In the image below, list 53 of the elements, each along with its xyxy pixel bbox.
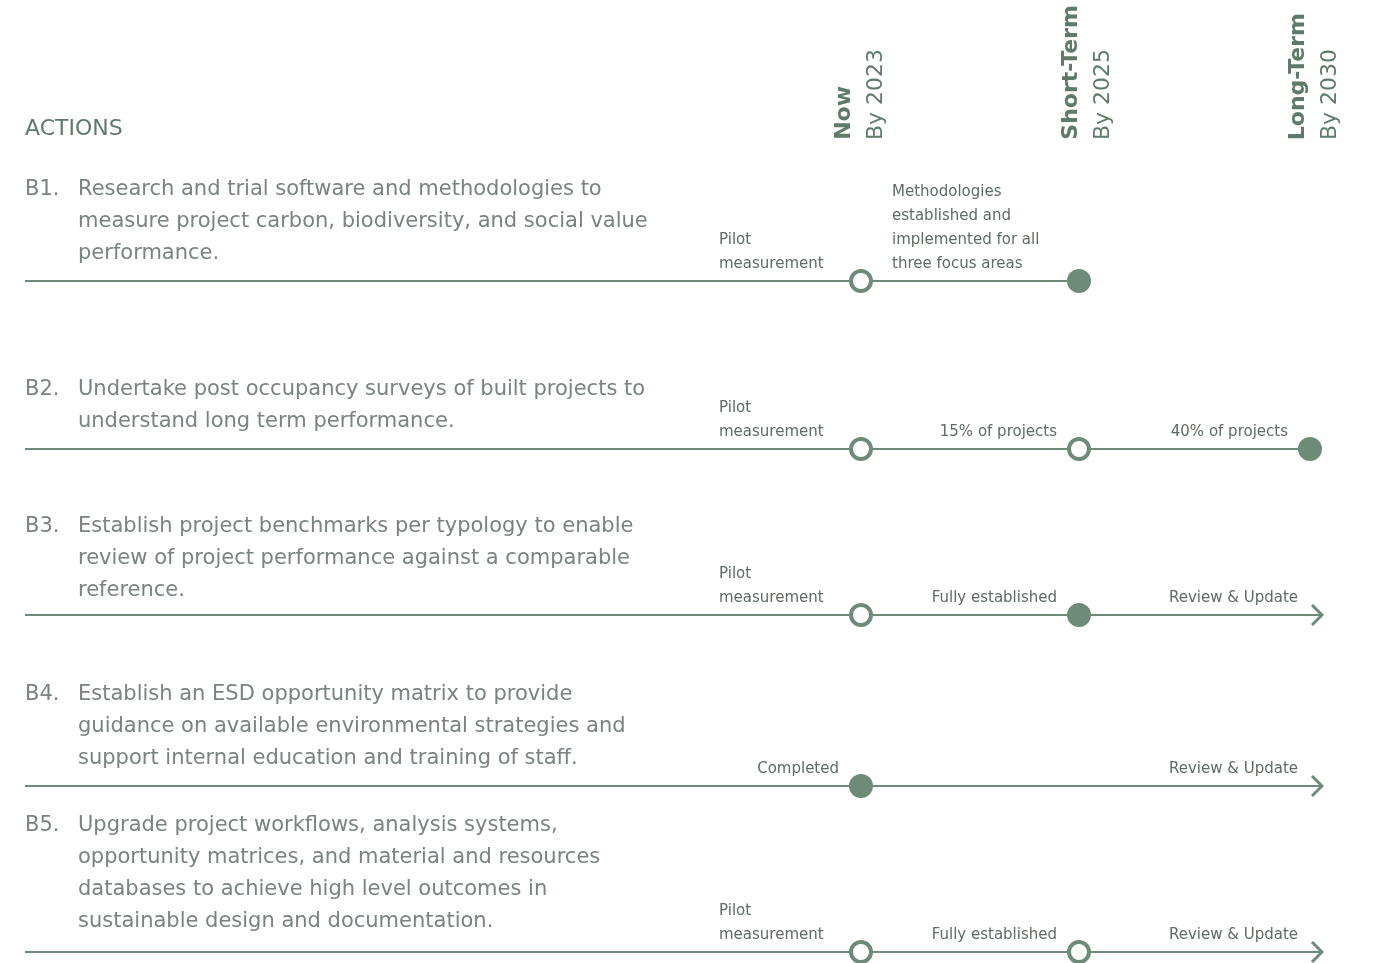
- action-text: Establish project benchmarks per typology to enable review of project performance against a comparable reference.: [78, 512, 635, 603]
- milestone-label: 15% of projects: [939, 421, 1057, 442]
- action-text: Establish an ESD opportunity matrix to provide guidance on available environmental strategies and support internal education and training of staff.: [78, 680, 627, 771]
- milestone-dot: [849, 774, 873, 798]
- open-milestone-circle: [849, 940, 873, 963]
- arrow: [872, 774, 1324, 798]
- milestone-label: Pilot measurement: [719, 229, 825, 274]
- milestone-dot: [1298, 437, 1322, 461]
- timeline-line: [24, 785, 850, 787]
- edge-label: Review & Update: [1168, 587, 1298, 608]
- action-number: B4.: [25, 680, 60, 707]
- timeline-line: [24, 614, 850, 616]
- timeline-line: [872, 951, 1068, 953]
- milestone-dot: [1067, 269, 1091, 293]
- edge-label: Review & Update: [1168, 758, 1298, 779]
- milestone-label: Pilot measurement: [719, 397, 825, 442]
- open-milestone-circle: [849, 603, 873, 627]
- timeline-line: [872, 614, 1068, 616]
- timeline-line: [872, 280, 1068, 282]
- timeline-line: [872, 448, 1068, 450]
- open-milestone-circle: [1067, 940, 1091, 963]
- section-heading: ACTIONS: [25, 115, 123, 140]
- action-number: B3.: [25, 512, 60, 539]
- milestone-label: Completed: [757, 758, 839, 779]
- action-number: B1.: [25, 175, 60, 202]
- milestone-label: Pilot measurement: [719, 900, 825, 945]
- milestone-label: Fully established: [931, 924, 1057, 945]
- column-date: By 2030: [1316, 48, 1342, 140]
- milestone-label: Fully established: [931, 587, 1057, 608]
- arrow: [1090, 940, 1324, 963]
- milestone-label: 40% of projects: [1170, 421, 1288, 442]
- edge-label: Review & Update: [1168, 924, 1298, 945]
- open-milestone-circle: [1067, 437, 1091, 461]
- column-heading: Short-Term: [1057, 5, 1083, 140]
- timeline-line: [24, 951, 850, 953]
- column-date: By 2025: [1089, 48, 1115, 140]
- action-text: Upgrade project workflows, analysis systems, opportunity matrices, and material and resources databases to achieve high level outcomes in sustainable design and documentation.: [78, 811, 602, 934]
- milestone-dot: [1067, 603, 1091, 627]
- action-number: B2.: [25, 375, 60, 402]
- open-milestone-circle: [849, 269, 873, 293]
- milestone-label: Pilot measurement: [719, 563, 825, 608]
- open-milestone-circle: [849, 437, 873, 461]
- action-number: B5.: [25, 811, 60, 838]
- column-date: By 2023: [862, 48, 888, 140]
- timeline-line: [1090, 448, 1299, 450]
- milestone-label: Methodologies established and implemented for all three focus areas: [892, 181, 1041, 274]
- column-heading: Long-Term: [1284, 12, 1310, 140]
- action-text: Research and trial software and methodologies to measure project carbon, biodiversity, and social value performance.: [78, 175, 649, 266]
- timeline-line: [24, 280, 850, 282]
- action-text: Undertake post occupancy surveys of built projects to understand long term performance.: [78, 375, 647, 434]
- timeline-line: [24, 448, 850, 450]
- arrow: [1090, 603, 1324, 627]
- column-heading: Now: [830, 86, 856, 140]
